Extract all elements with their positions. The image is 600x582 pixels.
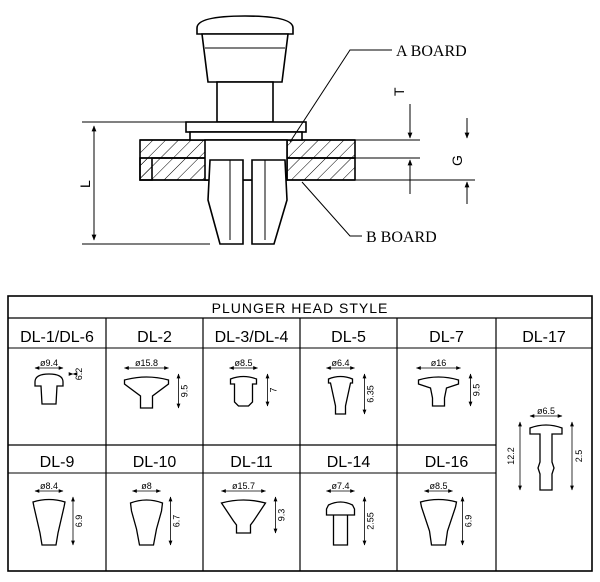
diameter-label: ø8	[141, 481, 152, 491]
height-label: 2.5	[574, 450, 584, 463]
grommet-collar	[185, 121, 307, 133]
table-title: PLUNGER HEAD STYLE	[212, 300, 389, 316]
height-label: 9.3	[277, 509, 287, 522]
plunger-head-shape	[419, 498, 458, 546]
dim-t-label: T	[391, 87, 407, 96]
plunger-head-shape	[327, 375, 354, 415]
diameter-label: ø8.5	[429, 481, 447, 491]
model-label: DL-10	[133, 454, 177, 471]
diameter-label: ø16	[431, 358, 447, 368]
diameter-label: ø15.7	[232, 481, 255, 491]
height-label: 6.35	[366, 385, 376, 403]
height-label: 6.7	[172, 515, 182, 528]
diameter-label: ø8.4	[40, 481, 58, 491]
plunger-assembly-diagram	[139, 15, 356, 245]
height-label: 6.9	[464, 515, 474, 528]
height-label: 2.55	[366, 512, 376, 530]
model-label: DL-7	[429, 329, 464, 346]
b-board	[139, 157, 209, 181]
height-label: 6.9	[74, 515, 84, 528]
plunger-cap	[196, 15, 294, 35]
diameter-label: ø6.5	[537, 406, 555, 416]
diameter-label: ø15.8	[135, 358, 158, 368]
model-label: DL-5	[331, 329, 366, 346]
plunger-head-shape	[32, 498, 66, 546]
model-label: DL-3/DL-4	[215, 329, 289, 346]
plunger-head-shape	[229, 375, 258, 407]
plunger-head-shape	[220, 499, 267, 534]
dim-g-label: G	[449, 155, 465, 166]
model-label: DL-16	[425, 454, 469, 471]
a-board-label: A BOARD	[396, 43, 467, 60]
height-label: 9.5	[472, 384, 482, 397]
height-label: 7	[269, 387, 279, 392]
height-label: 6.2	[74, 368, 84, 381]
plunger-head-shape	[129, 499, 164, 546]
plunger-neck	[216, 81, 274, 123]
plunger-head	[201, 33, 289, 83]
diameter-label: ø7.4	[331, 481, 349, 491]
height-label: 12.2	[506, 447, 516, 465]
diameter-label: ø9.4	[40, 358, 58, 368]
plunger-head-shape	[34, 373, 64, 405]
model-label: DL-11	[230, 454, 272, 471]
model-label: DL-9	[40, 454, 75, 471]
plunger-cells: DL-1/DL-6 ø9.4 6.2 DL-2 ø15.8 9.5 DL-3/DL-4 ø8.…	[20, 329, 584, 546]
height-label: 9.5	[180, 385, 190, 398]
model-label: DL-2	[137, 329, 172, 346]
dim-l-label: L	[77, 180, 93, 188]
plunger-head-shape	[417, 376, 460, 407]
b-board-right	[286, 157, 356, 181]
grommet-leg-left	[207, 159, 244, 245]
diameter-label: ø6.4	[331, 358, 349, 368]
grommet-leg-right	[251, 159, 288, 245]
model-label: DL-1/DL-6	[20, 329, 94, 346]
model-label: DL-17	[522, 329, 566, 346]
model-label: DL-14	[327, 454, 371, 471]
plunger-head-shape	[325, 501, 356, 546]
a-board-right	[286, 139, 356, 159]
diameter-label: ø8.5	[234, 358, 252, 368]
plunger-head-shape	[123, 376, 170, 409]
plunger-head-shape	[529, 424, 563, 491]
b-board-label: B BOARD	[366, 229, 437, 246]
plunger-head-table	[7, 295, 593, 572]
